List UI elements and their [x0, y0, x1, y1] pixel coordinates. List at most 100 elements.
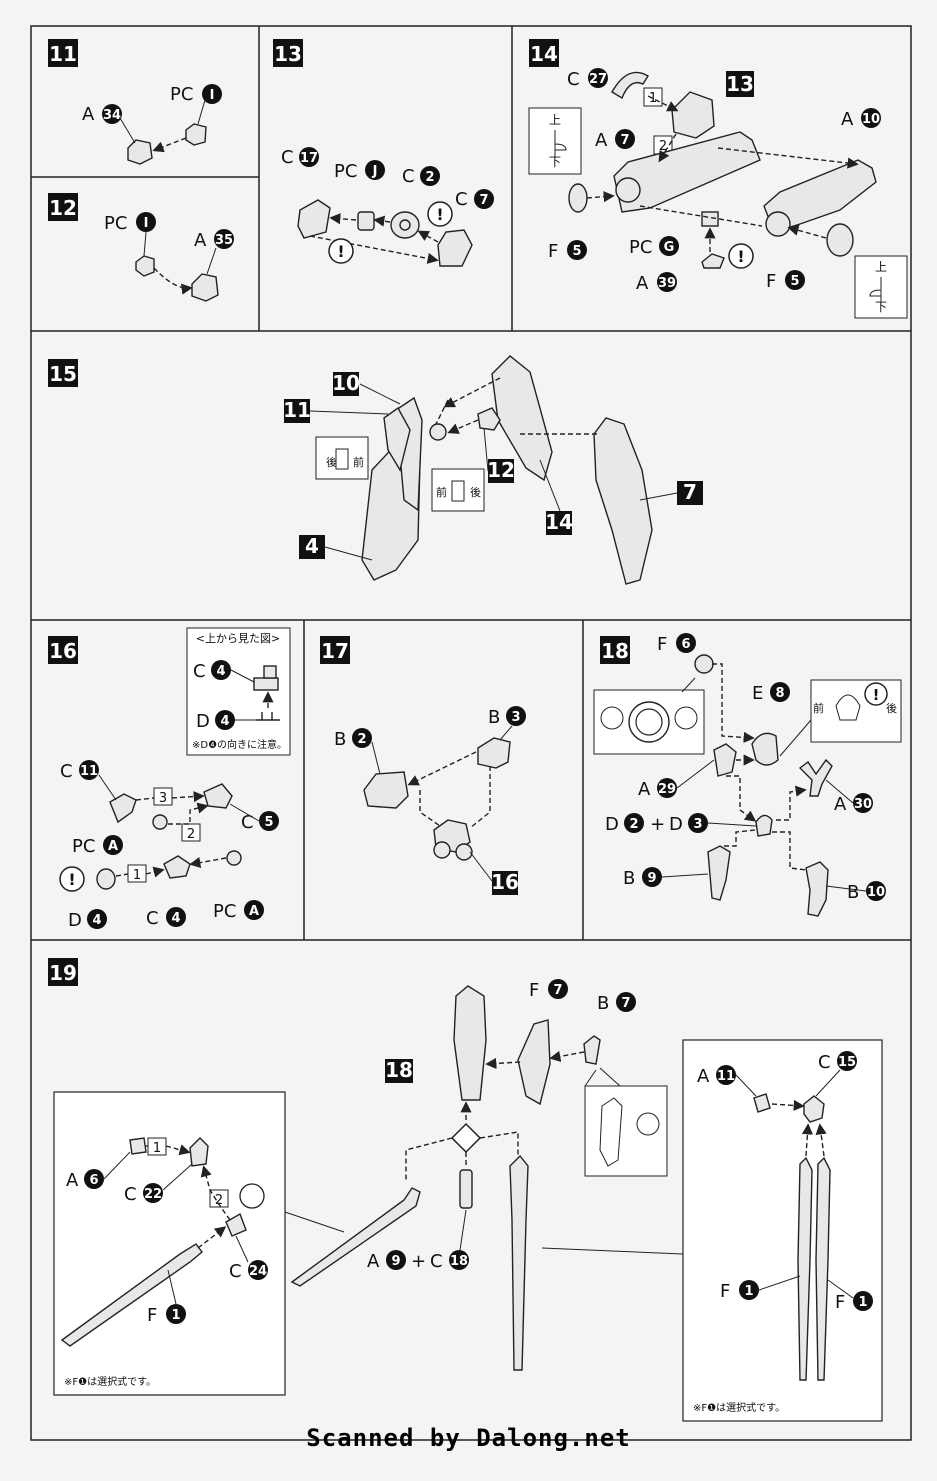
svg-text:PC: PC [213, 901, 236, 922]
svg-text:C: C [430, 1251, 443, 1272]
svg-text:C: C [455, 189, 468, 210]
weapon-a9-c18-spear [290, 1187, 421, 1287]
svg-text:1: 1 [649, 91, 657, 106]
svg-text:17: 17 [300, 151, 318, 166]
part-c5 [203, 783, 233, 809]
svg-text:10: 10 [867, 885, 885, 900]
svg-text:J: J [372, 164, 378, 179]
svg-text:5: 5 [790, 274, 799, 289]
svg-text:F: F [657, 634, 667, 655]
svg-text:12: 12 [487, 458, 515, 482]
part-a7 [613, 131, 761, 213]
svg-text:F: F [147, 1305, 157, 1326]
top-view-inset [186, 627, 291, 756]
svg-text:A: A [638, 779, 651, 800]
svg-text:A: A [82, 104, 95, 125]
svg-text:A: A [367, 1251, 380, 1272]
panel-frames [30, 25, 912, 1441]
svg-text:!: ! [873, 686, 880, 704]
svg-text:PC: PC [334, 161, 357, 182]
svg-text:※D❹の向きに注意。: ※D❹の向きに注意。 [192, 738, 287, 751]
svg-text:35: 35 [215, 233, 233, 248]
orientation-note [528, 107, 582, 175]
part-a30 [798, 758, 833, 797]
part-a34 [127, 139, 153, 165]
subassembly-18 [453, 985, 487, 1101]
svg-text:1: 1 [858, 1295, 867, 1310]
svg-text:A: A [66, 1170, 79, 1191]
svg-text:10: 10 [332, 371, 360, 395]
part-pc-a-2 [226, 850, 242, 866]
part-a39 [701, 253, 725, 269]
svg-text:!: ! [337, 242, 344, 261]
svg-text:22: 22 [144, 1187, 162, 1202]
weapon-f1-right-b [815, 1156, 831, 1381]
svg-text:!: ! [68, 870, 75, 889]
svg-text:6: 6 [89, 1173, 98, 1188]
subassembly-7 [593, 417, 653, 585]
svg-text:4: 4 [216, 664, 225, 679]
svg-text:30: 30 [854, 797, 872, 812]
step-number: 19 [49, 961, 77, 985]
part-pc-i [135, 255, 155, 277]
step-16: 16 <上から見た図> C 4 D 4 ※D❹の向きに注意。 C 11 C 5 … [48, 627, 291, 931]
step-number: 13 [274, 42, 302, 66]
svg-text:F: F [720, 1281, 730, 1302]
connector-diamond [450, 1122, 482, 1154]
subassembly-14 [491, 355, 553, 482]
part-a29 [713, 743, 737, 777]
weapon-long-blade [509, 1154, 529, 1371]
part-c24 [225, 1212, 247, 1237]
svg-text:+: + [411, 1251, 426, 1272]
caution-icon [864, 682, 888, 706]
svg-text:4: 4 [220, 714, 229, 729]
svg-text:I: I [210, 88, 215, 103]
svg-text:A: A [834, 794, 847, 815]
svg-text:下: 下 [875, 300, 887, 314]
part-11 [383, 406, 411, 472]
svg-text:2: 2 [659, 139, 667, 154]
svg-text:1: 1 [133, 868, 141, 883]
svg-text:A: A [595, 130, 608, 151]
svg-text:A: A [636, 273, 649, 294]
svg-text:後: 後 [886, 701, 897, 715]
part-b9 [707, 845, 731, 901]
svg-text:F: F [835, 1292, 845, 1313]
svg-text:C: C [124, 1184, 137, 1205]
svg-text:下: 下 [549, 155, 561, 169]
part-d2-d3 [755, 814, 773, 837]
svg-text:F: F [548, 241, 558, 262]
step-number: 14 [530, 42, 558, 66]
step-number: 17 [321, 639, 349, 663]
svg-text:9: 9 [391, 1254, 400, 1269]
svg-text:後: 後 [326, 455, 337, 469]
svg-text:1: 1 [153, 1141, 161, 1156]
step-number: 15 [49, 362, 77, 386]
part-b10 [805, 861, 829, 917]
step-17: 17 B 2 B 3 16 [320, 636, 526, 895]
svg-text:B: B [597, 993, 609, 1014]
svg-text:後: 後 [470, 485, 481, 499]
svg-text:7: 7 [479, 193, 488, 208]
svg-text:15: 15 [838, 1055, 856, 1070]
svg-text:2: 2 [187, 827, 195, 842]
scan-credit: Scanned by Dalong.net [306, 1424, 631, 1452]
step-18: 18 F 6 E 8 前 後 ! A 29 A 30 D 2 + D 3 [593, 633, 902, 917]
left-detail-inset [53, 1091, 286, 1396]
svg-text:D: D [196, 711, 210, 732]
step-number: 18 [601, 639, 629, 663]
weapon-f1-right-a [797, 1156, 813, 1381]
part-d4 [96, 868, 116, 890]
part-12 [477, 407, 501, 431]
svg-text:4: 4 [305, 534, 319, 558]
part-pc-i [185, 123, 207, 146]
svg-text:7: 7 [621, 996, 630, 1011]
weapon-f1-left [60, 1243, 203, 1347]
svg-text:4: 4 [92, 913, 101, 928]
svg-text:!: ! [436, 205, 443, 224]
step-number: 16 [49, 639, 77, 663]
part-c7 [437, 229, 473, 267]
svg-text:2: 2 [357, 732, 366, 747]
svg-text:<上から見た図>: <上から見た図> [196, 632, 280, 645]
svg-text:C: C [402, 166, 415, 187]
